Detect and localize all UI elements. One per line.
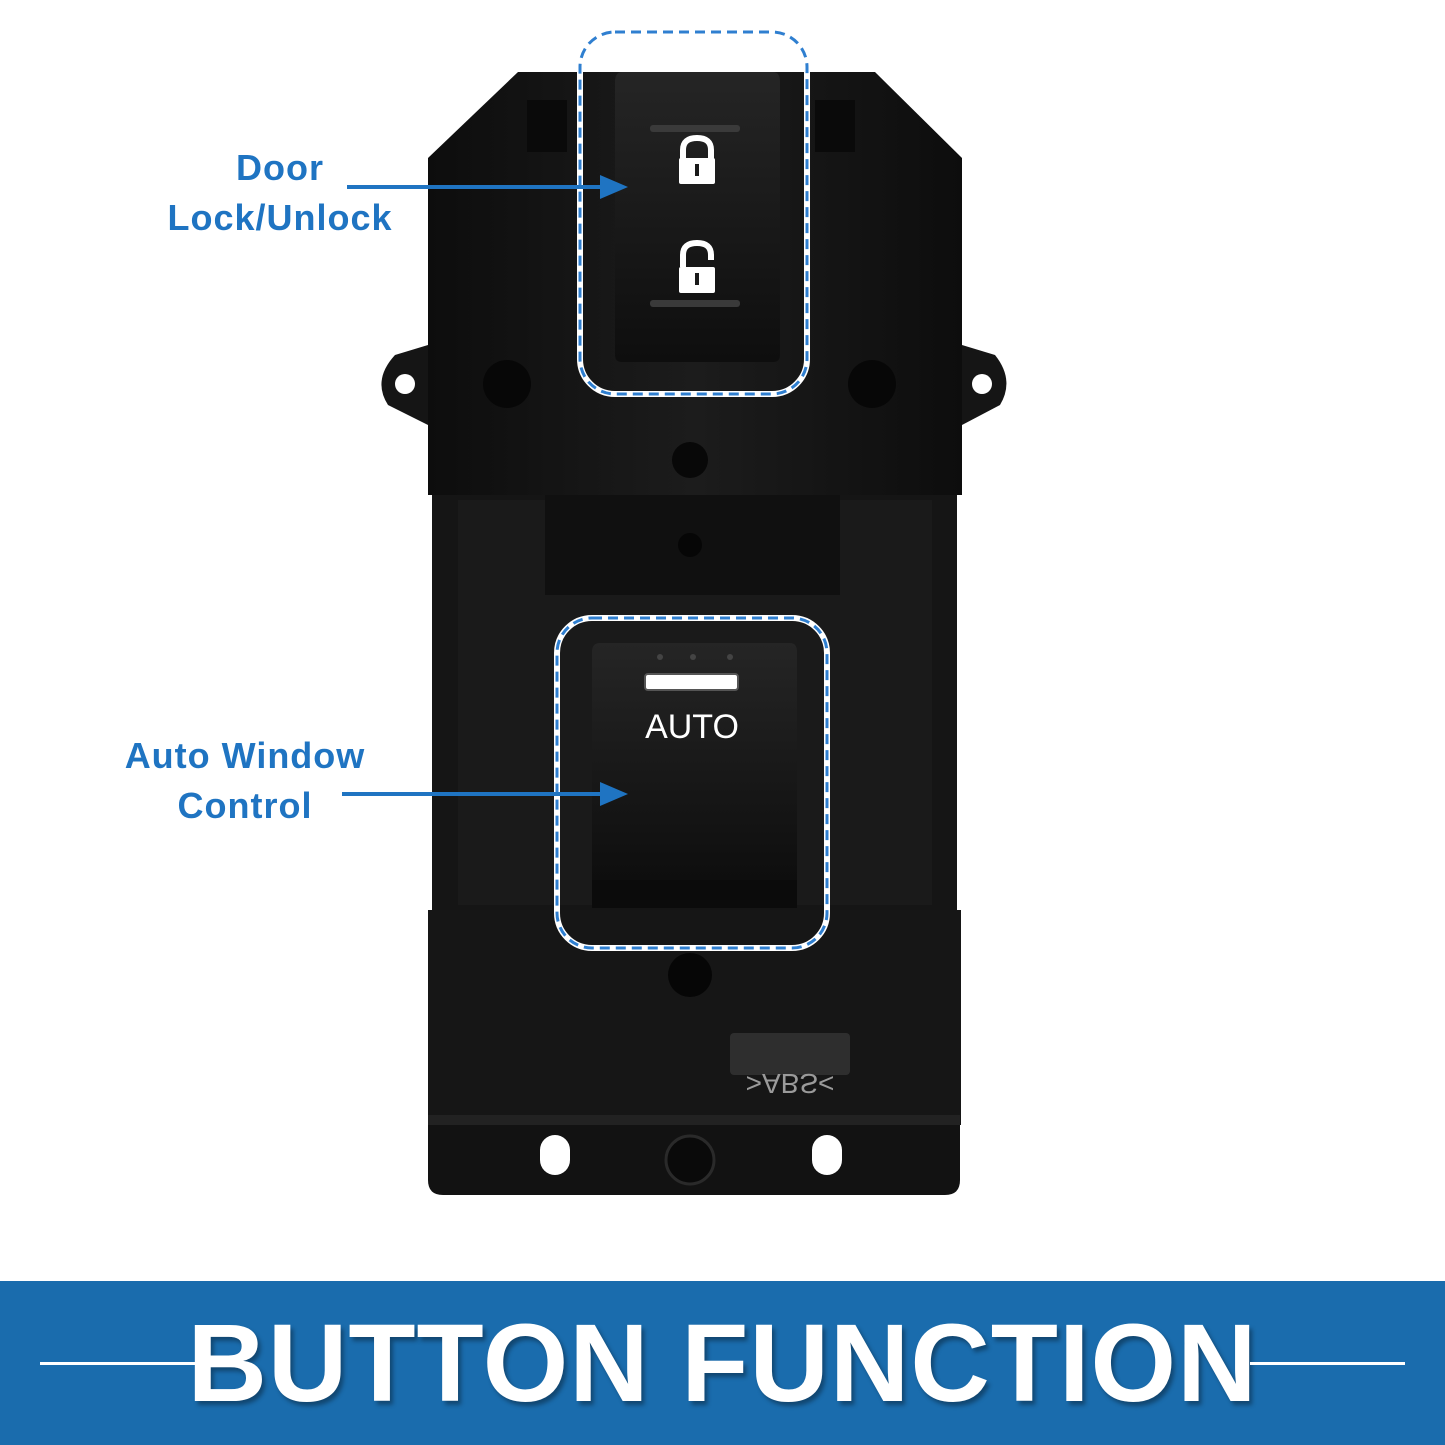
door-lock-callout-line2: Lock/Unlock [167,197,393,238]
banner-title: BUTTON FUNCTION [187,1301,1258,1425]
auto-window-callout: Auto Window Control [100,731,390,831]
banner-divider-left [40,1362,197,1365]
auto-indicator-bar [644,673,739,691]
arrow-right-icon [342,782,628,806]
function-banner: BUTTON FUNCTION [0,1281,1445,1445]
banner-divider-right [1250,1362,1405,1365]
abs-mark-box [730,1033,850,1075]
door-lock-callout: Door Lock/Unlock [140,143,420,243]
door-lock-callout-line1: Door [236,147,324,188]
switch-lower-housing [428,910,961,1125]
auto-window-callout-line1: Auto Window [124,735,366,776]
lock-closed-icon [679,134,715,184]
arrow-right-icon [347,175,628,199]
abs-mark-text: >ABS< [746,1068,835,1099]
auto-window-callout-line2: Control [177,785,313,826]
window-switch-illustration: >ABS< AUTO [342,29,1007,1195]
auto-window-button: AUTO [592,643,797,908]
lock-open-icon [679,239,715,293]
door-lock-button [615,72,780,362]
auto-label: AUTO [645,708,739,746]
